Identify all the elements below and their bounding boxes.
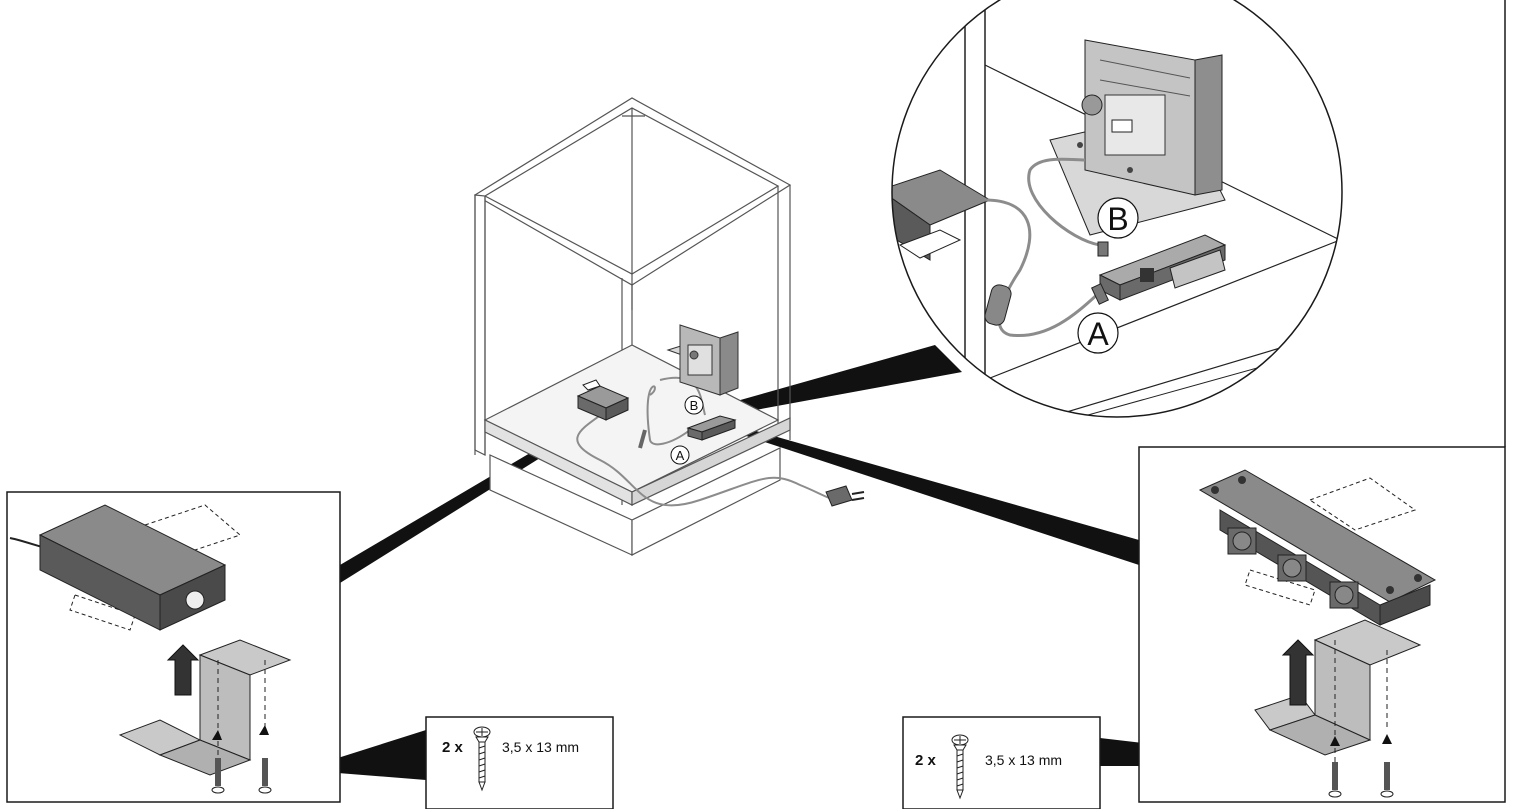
screw-left-quantity: 2 x: [442, 739, 464, 756]
callout-b-zoom: B: [1097, 197, 1139, 239]
power-adapter-small: [576, 379, 630, 421]
screw-icon: [258, 725, 272, 794]
callout-b-main-label: B: [690, 398, 699, 413]
screw-spec-left: 2 x 3,5 x 13 mm: [425, 716, 614, 809]
screw-right-size: 3,5 x 13 mm: [985, 752, 1062, 768]
cabinet: [473, 97, 792, 556]
callout-b-zoom-label: B: [1107, 201, 1128, 237]
screw-icon: [1328, 736, 1342, 798]
callout-b-main: B: [684, 395, 704, 415]
callout-a-zoom-label: A: [1087, 316, 1109, 352]
screw-spec-right: 2 x 3,5 x 13 mm: [902, 716, 1101, 809]
adapter-bracket-detail: [6, 491, 341, 803]
socket-bracket-detail: [1138, 446, 1506, 803]
callout-a-main-label: A: [676, 448, 685, 463]
drawer-unit-small: [666, 324, 739, 396]
screw-icon: [1380, 734, 1394, 798]
zoom-detail: B A: [891, 0, 1343, 418]
connector-wedge-zoom: [712, 345, 962, 418]
socket-strip-small: [686, 415, 737, 441]
callout-a-zoom: A: [1077, 312, 1119, 354]
screw-icon: [211, 730, 225, 794]
connector-wedge-socket: [728, 423, 1139, 565]
screw-icon: [473, 726, 491, 792]
power-plug: [825, 485, 865, 507]
screw-right-quantity: 2 x: [915, 752, 937, 769]
screw-icon: [951, 734, 969, 800]
screw-left-size: 3,5 x 13 mm: [502, 739, 579, 755]
callout-a-main: A: [670, 445, 690, 465]
